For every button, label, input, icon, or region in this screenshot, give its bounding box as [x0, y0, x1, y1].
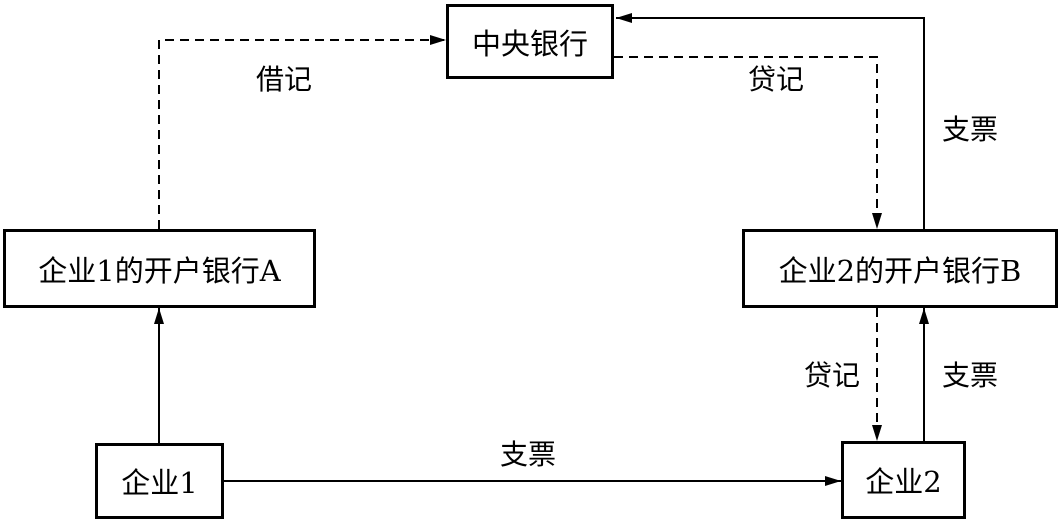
edge-central-to-bank-b: [614, 56, 882, 229]
edge-label-credit-central: 贷记: [748, 63, 805, 96]
bank-a-box: 企业1的开户银行A: [3, 229, 316, 308]
company-2-label: 企业2: [865, 465, 942, 499]
edge-label-cheque-company-1: 支票: [500, 438, 557, 471]
edge-bank-b-to-central: [616, 13, 925, 229]
company-2-box: 企业2: [841, 441, 966, 519]
edge-label-debit-a: 借记: [256, 63, 313, 96]
bank-b-box: 企业2的开户银行B: [742, 229, 1058, 308]
edge-label-cheque-b: 支票: [942, 113, 999, 146]
edge-label-credit-b: 贷记: [804, 359, 861, 392]
central-bank-box: 中央银行: [446, 4, 614, 79]
edge-bank-a-to-central: [158, 35, 446, 229]
company-1-label: 企业1: [121, 466, 198, 500]
bank-b-label: 企业2的开户银行B: [778, 253, 1022, 288]
edge-label-cheque-company-2: 支票: [942, 359, 999, 392]
central-bank-label: 中央银行: [471, 26, 588, 61]
bank-a-label: 企业1的开户银行A: [38, 253, 281, 288]
company-1-box: 企业1: [95, 443, 224, 519]
